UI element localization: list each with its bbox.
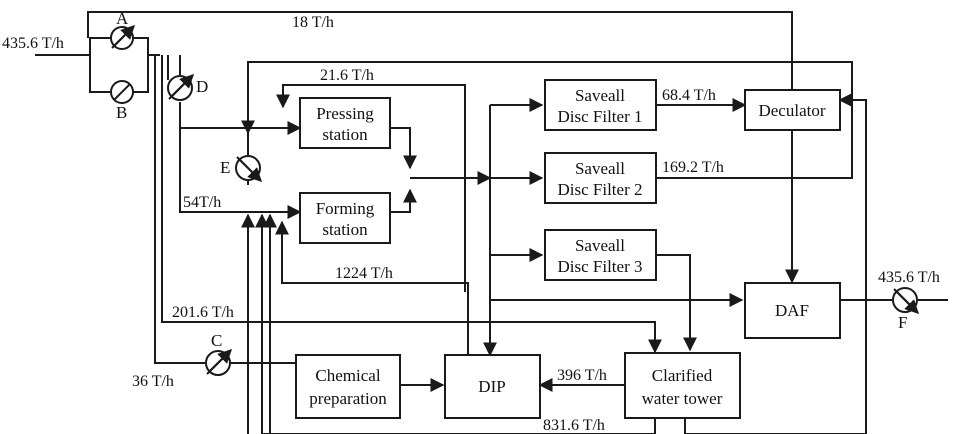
flow-lines <box>35 11 948 434</box>
valve-d-label: D <box>196 77 208 96</box>
valve-c-icon <box>205 349 232 376</box>
saveall-disc-filter-2-block: Saveall Disc Filter 2 <box>544 152 657 204</box>
flow-1224-label: 1224 T/h <box>335 265 393 282</box>
flow-36-label: 36 T/h <box>132 373 174 390</box>
chemical-line-1: Chemical <box>315 366 380 385</box>
valve-f-icon <box>892 287 919 314</box>
flow-396-label: 396 T/h <box>557 367 607 384</box>
flow-831-6-label: 831.6 T/h <box>543 417 605 434</box>
saveall2-line-2: Disc Filter 2 <box>558 180 643 199</box>
chemical-line-2: preparation <box>309 389 387 408</box>
saveall1-line-1: Saveall <box>575 86 625 105</box>
flow-201-6-label: 201.6 T/h <box>172 304 234 321</box>
forming-line-1: Forming <box>316 199 375 218</box>
flow-169-2-label: 169.2 T/h <box>662 159 724 176</box>
flow-outlet-label: 435.6 T/h <box>878 269 940 286</box>
pressing-line-1: Pressing <box>316 104 374 123</box>
valve-d-icon <box>167 74 194 101</box>
daf-label: DAF <box>775 301 809 320</box>
valve-f-label: F <box>898 313 907 332</box>
dip-block: DIP <box>444 354 541 419</box>
valve-a-icon <box>110 25 135 50</box>
saveall1-line-2: Disc Filter 1 <box>558 107 643 126</box>
clarified-line-1: Clarified <box>652 366 713 385</box>
flow-inlet-label: 435.6 T/h <box>2 35 64 52</box>
valve-c-label: C <box>211 331 222 350</box>
deculator-block: Deculator <box>744 89 841 131</box>
clarified-water-tower-block: Clarified water tower <box>624 352 741 419</box>
deculator-label: Deculator <box>758 101 825 120</box>
chemical-preparation-block: Chemical preparation <box>295 354 401 419</box>
valve-b-icon <box>110 80 134 104</box>
valve-e-label: E <box>220 158 230 177</box>
pressing-station-block: Pressing station <box>299 97 391 149</box>
saveall-disc-filter-1-block: Saveall Disc Filter 1 <box>544 79 657 131</box>
daf-block: DAF <box>744 282 841 339</box>
saveall3-line-1: Saveall <box>575 236 625 255</box>
flow-21-6-label: 21.6 T/h <box>320 67 374 84</box>
saveall3-line-2: Disc Filter 3 <box>558 257 643 276</box>
forming-station-block: Forming station <box>299 192 391 244</box>
flow-54-label: 54T/h <box>183 194 221 211</box>
saveall2-line-1: Saveall <box>575 159 625 178</box>
valve-e-icon <box>235 155 262 182</box>
forming-line-2: station <box>322 220 368 239</box>
pressing-line-2: station <box>322 125 368 144</box>
flow-top-label: 18 T/h <box>292 14 334 31</box>
valve-a-label: A <box>116 9 129 28</box>
clarified-line-2: water tower <box>642 389 723 408</box>
dip-label: DIP <box>478 377 505 396</box>
valve-b-label: B <box>116 103 127 122</box>
saveall-disc-filter-3-block: Saveall Disc Filter 3 <box>544 229 657 281</box>
flow-68-4-label: 68.4 T/h <box>662 87 716 104</box>
